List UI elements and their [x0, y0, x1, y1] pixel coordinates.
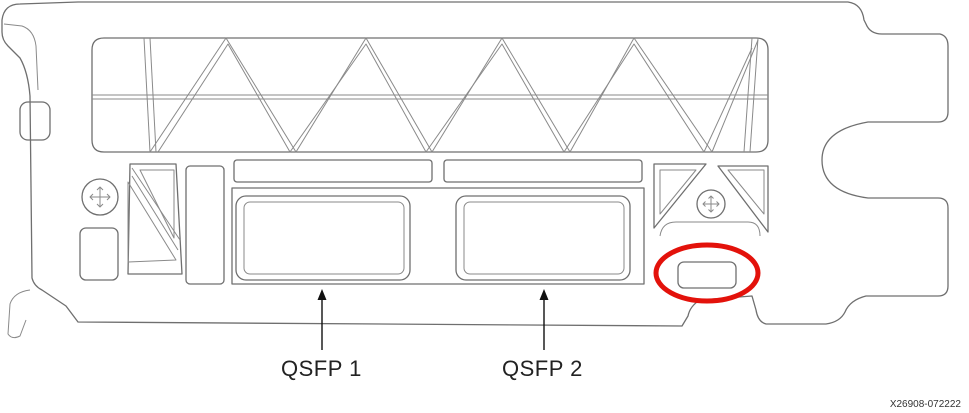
- label-strip-right: [443, 159, 643, 183]
- left-cutout-small: [79, 227, 119, 281]
- left-screw-head: [81, 178, 119, 216]
- label-strip-left: [233, 159, 433, 183]
- qsfp2-port: [455, 195, 631, 281]
- qsfp1-leader-arrow: [317, 289, 327, 350]
- qsfp2-leader-arrow: [539, 289, 549, 350]
- bracket-outline: [1, 1, 949, 339]
- bracket-tab-slot: [19, 101, 51, 141]
- qsfp1-label: QSFP 1: [281, 356, 362, 381]
- figure-id: X26908-072222: [889, 399, 961, 410]
- status-led-port: [677, 261, 737, 289]
- right-vent-wedges: [653, 163, 769, 233]
- left-cutout-tall: [185, 165, 225, 285]
- left-vent-wedge: [127, 163, 183, 275]
- qsfp2-label: QSFP 2: [502, 356, 583, 381]
- highlight-ellipse: [653, 242, 761, 304]
- led-recess-arch: [659, 221, 761, 237]
- qsfp-cage-housing: [231, 187, 645, 285]
- vent-grille: [91, 37, 769, 153]
- right-screw-head: [696, 189, 726, 219]
- qsfp1-port: [235, 195, 411, 281]
